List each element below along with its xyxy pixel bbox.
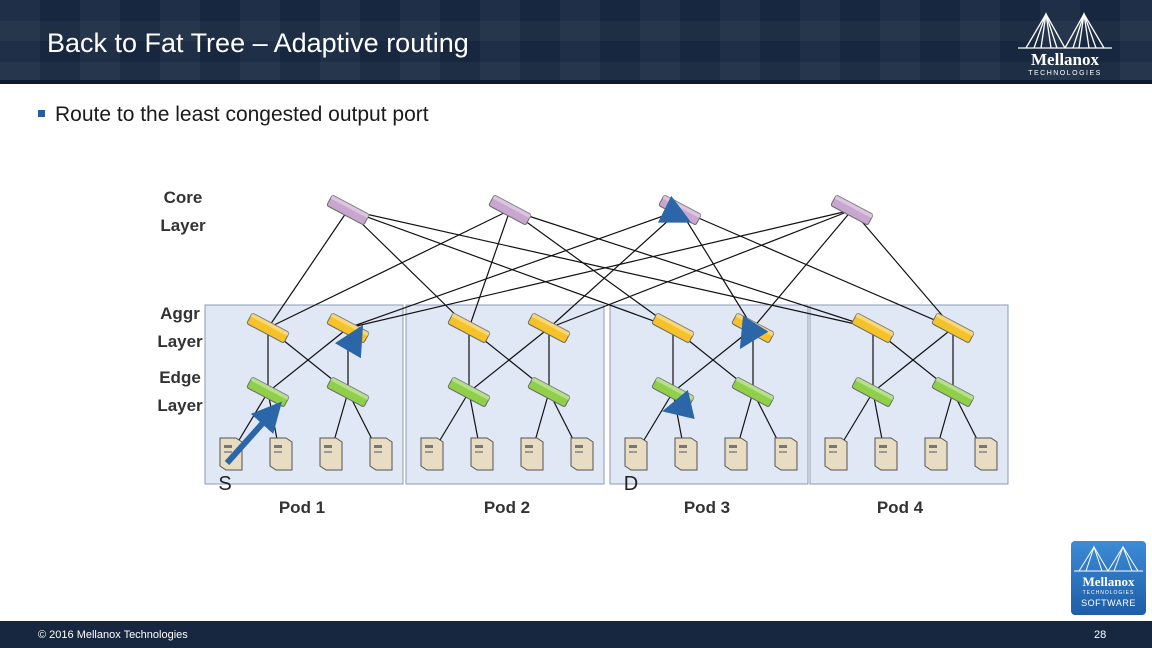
core-switch-icon-3 [658,194,702,225]
edge-switch-icon-3 [447,376,491,407]
badge-software-label: SOFTWARE [1081,598,1136,608]
pod-label-3: Pod 3 [684,498,730,517]
bridge-icon [1018,11,1112,49]
badge-sub: TECHNOLOGIES [1082,590,1135,596]
server-icon-3 [319,437,343,471]
logo-sub: TECHNOLOGIES [1028,70,1102,77]
core-switch-icon-4 [830,194,874,225]
aggr-switch-icon-3 [447,312,491,343]
edge-switch-icon-4 [527,376,571,407]
fat-tree-diagram: Core Layer Aggr Layer Edge Layer Pod 1 P… [157,188,1009,517]
server-icon-16 [974,437,998,471]
server-icon-14 [874,437,898,471]
route-arrow-1 [224,401,283,466]
mellanox-logo: Mellanox TECHNOLOGIES [1016,8,1114,80]
edge-switch-icon-6 [731,376,775,407]
server-icon-4 [369,437,393,471]
source-label: S [218,473,231,495]
aggr-switch-icon-5 [651,312,695,343]
slide-title: Back to Fat Tree – Adaptive routing [47,28,469,58]
bullet-item: Route to the least congested output port [38,103,429,127]
aggr-layer-label-1: Aggr [160,304,200,323]
mellanox-software-badge: Mellanox TECHNOLOGIES SOFTWARE [1071,541,1146,615]
aggr-switch-icon-1 [246,312,290,343]
bullet-text: Route to the least congested output port [55,103,429,126]
edge-layer-label-2: Layer [157,396,203,415]
aggr-layer-label-2: Layer [157,332,203,351]
edge-layer-label-1: Edge [159,368,201,387]
route-arrow-2 [334,324,364,359]
server-icon-13 [824,437,848,471]
edge-switch-icon-2 [326,376,370,407]
badge-brand: Mellanox [1082,574,1135,589]
aggr-switch-icon-7 [851,312,895,343]
route-arrow-5 [662,389,695,420]
core-layer-label-2: Layer [160,216,206,235]
title-bar: Back to Fat Tree – Adaptive routing Mell… [0,0,1152,84]
server-icon-6 [470,437,494,471]
aggr-switch-icon-4 [527,312,571,343]
server-icon-8 [570,437,594,471]
pod-label-1: Pod 1 [279,498,325,517]
dest-label: D [624,473,638,495]
page-number: 28 [1094,629,1107,641]
core-layer-label-1: Core [164,188,203,207]
aggr-switch-icon-8 [931,312,975,343]
server-icon-7 [520,437,544,471]
core-switch-icon-2 [488,194,532,225]
server-icon-9 [624,437,648,471]
pod-label-4: Pod 4 [877,498,924,517]
route-arrow-4 [739,315,769,350]
route-arrow-3 [657,195,692,223]
edge-switch-icon-1 [246,376,290,407]
bullet-square-icon [38,110,45,117]
server-icon-10 [674,437,698,471]
footer-bar: © 2016 Mellanox Technologies 28 [0,621,1152,648]
server-icon-1 [219,437,243,471]
server-icon-12 [774,437,798,471]
title-bar-underline [0,80,1152,84]
pod-label-2: Pod 2 [484,498,530,517]
copyright-text: © 2016 Mellanox Technologies [38,629,188,641]
bridge-icon [1074,545,1143,572]
server-icon-15 [924,437,948,471]
edge-switch-icon-7 [851,376,895,407]
logo-brand: Mellanox [1031,50,1099,69]
server-icon-11 [724,437,748,471]
edge-switch-icon-8 [931,376,975,407]
server-icon-5 [420,437,444,471]
core-switch-icon-1 [326,194,370,225]
server-icon-2 [269,437,293,471]
